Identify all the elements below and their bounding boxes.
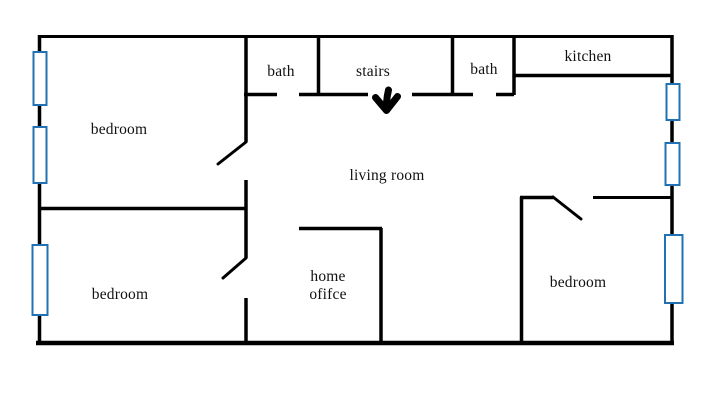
door-leaf-bedroom-bottom-left — [221, 256, 248, 280]
window-left-3 — [31, 244, 49, 316]
room-label-bedroom-bottom-left: bedroom — [91, 286, 149, 303]
window-right-2 — [664, 142, 681, 186]
room-label-home-office: home ofifce — [309, 268, 346, 304]
interior-walls — [38, 35, 673, 343]
room-label-home-office-line2: ofifce — [309, 286, 347, 303]
arrow-head — [372, 93, 401, 114]
door-leaves — [216, 140, 583, 280]
room-label-home-office-line1: home — [310, 268, 346, 285]
stairs-down-arrow-icon — [372, 86, 401, 114]
room-label-bedroom-right: bedroom — [549, 273, 607, 291]
arrow-stem — [383, 86, 392, 107]
door-leaf-bedroom-right — [551, 195, 583, 221]
window-left-1 — [32, 51, 48, 106]
room-label-bedroom-top-left: bedroom — [90, 121, 148, 138]
room-label-bath-left: bath — [267, 62, 295, 80]
window-left-2 — [32, 126, 48, 184]
room-label-kitchen: kitchen — [564, 47, 612, 65]
room-label-stairs: stairs — [356, 63, 390, 80]
window-right-1 — [665, 83, 681, 121]
window-right-3 — [664, 234, 684, 304]
windows — [31, 51, 684, 316]
door-leaf-bedroom-top-left — [216, 140, 248, 166]
room-label-bath-right: bath — [470, 61, 498, 78]
room-label-living-room: living room — [349, 167, 425, 184]
